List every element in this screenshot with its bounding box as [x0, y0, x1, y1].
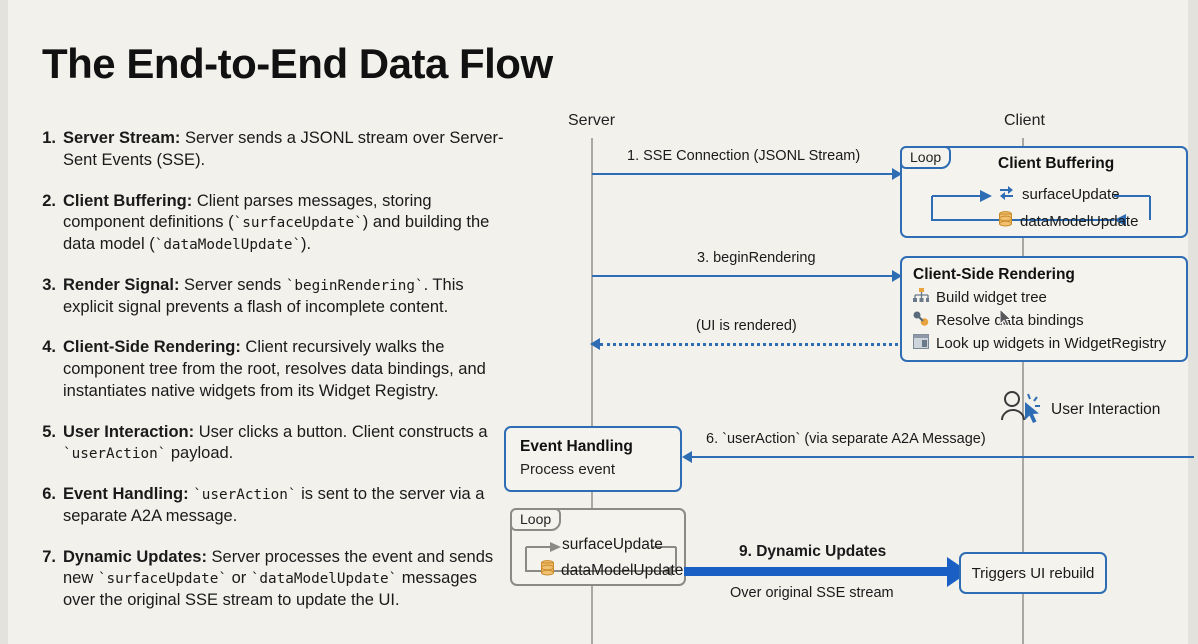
loop-circular-arrow-icon [931, 190, 1151, 226]
step-term: Client Buffering: [63, 191, 193, 210]
csr-item-build-widget-tree: Build widget tree [913, 288, 1186, 307]
step-number: 5. [42, 422, 56, 441]
step-body: Dynamic Updates: Server processes the ev… [63, 547, 504, 612]
step-term: Server Stream: [63, 129, 181, 147]
message-label-9: 9. Dynamic Updates [739, 543, 887, 560]
swap-arrows-icon [998, 185, 1015, 204]
step-body: User Interaction: User clicks a button. … [63, 422, 504, 466]
step-term: User Interaction: [63, 422, 195, 441]
step-text: Server sends `beginRendering`. This expl… [63, 275, 464, 316]
csr-item-label: Look up widgets in WidgetRegistry [936, 335, 1167, 352]
message-arrowhead-6 [682, 451, 692, 463]
message-label-6: 6. `userAction` (via separate A2A Messag… [706, 431, 986, 447]
message-arrow-3 [592, 275, 892, 277]
step-number: 4. [42, 338, 56, 357]
step-number: 2. [42, 191, 56, 210]
step-text: Server sends a JSONL stream over Server-… [63, 129, 504, 169]
step-body: Server Stream: Server sends a JSONL stre… [63, 128, 504, 172]
step-text: Server processes the event and sends new… [63, 547, 494, 610]
triggers-ui-rebuild-box: Triggers UI rebuild [959, 552, 1107, 594]
step-body: Client-Side Rendering: Client recursivel… [63, 337, 504, 402]
step-item: 6. Event Handling: `userAction` is sent t… [34, 484, 504, 528]
step-term: Event Handling: [63, 485, 189, 504]
client-buffering-loop-tab: Loop [900, 146, 952, 169]
step-term: Client-Side Rendering: [63, 338, 241, 357]
lifeline-label-server: Server [568, 112, 616, 129]
lifeline-server [591, 138, 593, 644]
csr-item-label: Build widget tree [936, 289, 1047, 306]
sequence-diagram: Server Client 1. SSE Connection (JSONL S… [504, 100, 1194, 644]
step-text: `userAction` is sent to the server via a… [63, 485, 485, 525]
message-arrow-6 [692, 456, 1194, 458]
event-handling-box: Event Handling Process event [504, 426, 682, 492]
user-interaction-marker: User Interaction [999, 390, 1160, 429]
client-buffering-title: Client Buffering [998, 155, 1115, 172]
step-text: Client recursively walks the component t… [63, 338, 486, 400]
right-letterbox-bar [1188, 0, 1198, 644]
client-buffering-box: Loop Client Buffering surfaceUpdate data… [900, 146, 1188, 238]
step-number: 7. [42, 547, 56, 566]
csr-item-label: Resolve data bindings [936, 312, 1084, 329]
step-item: 3. Render Signal: Server sends `beginRend… [34, 275, 504, 319]
client-buffering-item-label: surfaceUpdate [1022, 186, 1120, 203]
client-buffering-item-surfaceupdate: surfaceUpdate [998, 185, 1120, 204]
step-item: 5. User Interaction: User clicks a button… [34, 422, 504, 466]
csr-item-resolve-data-bindings: Resolve data bindings [913, 307, 1186, 333]
user-interaction-label: User Interaction [1051, 400, 1161, 418]
client-buffering-item-datamodelupdate: dataModelUpdate [998, 211, 1138, 232]
step-item: 4. Client-Side Rendering: Client recursiv… [34, 337, 504, 402]
step-body: Event Handling: `userAction` is sent to … [63, 484, 504, 528]
step-item: 1. Server Stream: Server sends a JSONL st… [34, 128, 504, 172]
message-arrowhead-ui-rendered [590, 338, 600, 350]
left-letterbox-bar [0, 0, 8, 644]
message-arrow-9 [684, 567, 947, 576]
step-number: 3. [42, 275, 56, 294]
server-loop-box: Loop surfaceUpdate dataModelUpdate [510, 508, 686, 586]
database-icon [998, 211, 1013, 232]
lifeline-label-client: Client [1004, 112, 1045, 129]
step-item: 7. Dynamic Updates: Server processes the … [34, 547, 504, 612]
client-buffering-item-label: dataModelUpdate [1020, 213, 1139, 230]
triggers-ui-rebuild-label: Triggers UI rebuild [971, 564, 1095, 582]
step-number: 1. [42, 129, 56, 147]
step-text: Client parses messages, storing componen… [63, 191, 490, 254]
event-handling-title: Event Handling [520, 438, 633, 455]
database-icon [540, 560, 555, 582]
server-loop-circular-arrow-icon [525, 542, 677, 576]
client-side-rendering-box: Client-Side Rendering Build widget tree … [900, 256, 1188, 362]
message-arrowhead-3 [892, 270, 902, 282]
server-loop-tab: Loop [510, 508, 562, 531]
message-arrowhead-1 [892, 168, 902, 180]
step-body: Client Buffering: Client parses messages… [63, 191, 504, 256]
event-handling-subtitle: Process event [520, 461, 616, 478]
step-term: Render Signal: [63, 275, 180, 294]
message-label-ui-rendered: (UI is rendered) [696, 318, 797, 334]
message-sublabel-9: Over original SSE stream [730, 585, 894, 601]
hierarchy-icon [913, 288, 930, 307]
lifeline-client [1022, 138, 1024, 644]
server-loop-item-label: dataModelUpdate [561, 562, 684, 579]
csr-item-widget-registry: Look up widgets in WidgetRegistry [913, 334, 1186, 353]
step-body: Render Signal: Server sends `beginRender… [63, 275, 504, 319]
connector-icon [913, 311, 929, 330]
page-title: The End-to-End Data Flow [42, 40, 553, 87]
step-item: 2. Client Buffering: Client parses messag… [34, 191, 504, 256]
message-arrow-1 [592, 173, 892, 175]
steps-list: 1. Server Stream: Server sends a JSONL st… [34, 128, 504, 631]
user-click-icon [999, 390, 1043, 429]
message-label-3: 3. beginRendering [697, 250, 816, 266]
mouse-cursor-icon [999, 307, 1014, 333]
message-label-1: 1. SSE Connection (JSONL Stream) [627, 148, 861, 164]
client-side-rendering-title: Client-Side Rendering [913, 266, 1075, 283]
server-loop-item-label: surfaceUpdate [562, 536, 663, 553]
step-number: 6. [42, 485, 56, 504]
message-arrow-ui-rendered [600, 343, 898, 346]
registry-window-icon [913, 334, 929, 353]
step-text: User clicks a button. Client constructs … [63, 422, 488, 463]
step-term: Dynamic Updates: [63, 547, 207, 566]
server-loop-item-surfaceupdate: surfaceUpdate [562, 536, 663, 554]
server-loop-item-datamodelupdate: dataModelUpdate [540, 560, 683, 582]
